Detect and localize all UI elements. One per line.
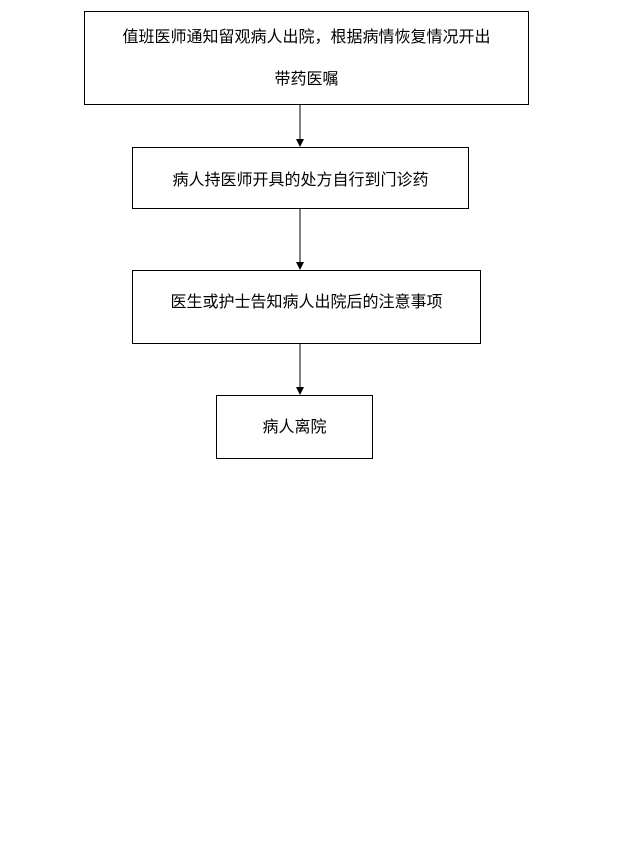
flow-step-4-line-1: 病人离院 xyxy=(262,417,327,436)
flow-step-pharmacy: 病人持医师开具的处方自行到门诊药 xyxy=(132,147,469,209)
flow-step-leave-hospital: 病人离院 xyxy=(216,395,373,459)
flow-step-1-line-1: 值班医师通知留观病人出院，根据病情恢复情况开出 xyxy=(122,27,491,46)
flow-step-notify-discharge: 值班医师通知留观病人出院，根据病情恢复情况开出 带药医嘱 xyxy=(84,11,529,105)
flow-step-3-line-1: 医生或护士告知病人出院后的注意事项 xyxy=(170,292,443,311)
flow-step-1-line-2: 带药医嘱 xyxy=(274,69,339,88)
flow-step-instructions: 医生或护士告知病人出院后的注意事项 xyxy=(132,270,481,344)
flow-step-2-line-1: 病人持医师开具的处方自行到门诊药 xyxy=(172,170,429,189)
